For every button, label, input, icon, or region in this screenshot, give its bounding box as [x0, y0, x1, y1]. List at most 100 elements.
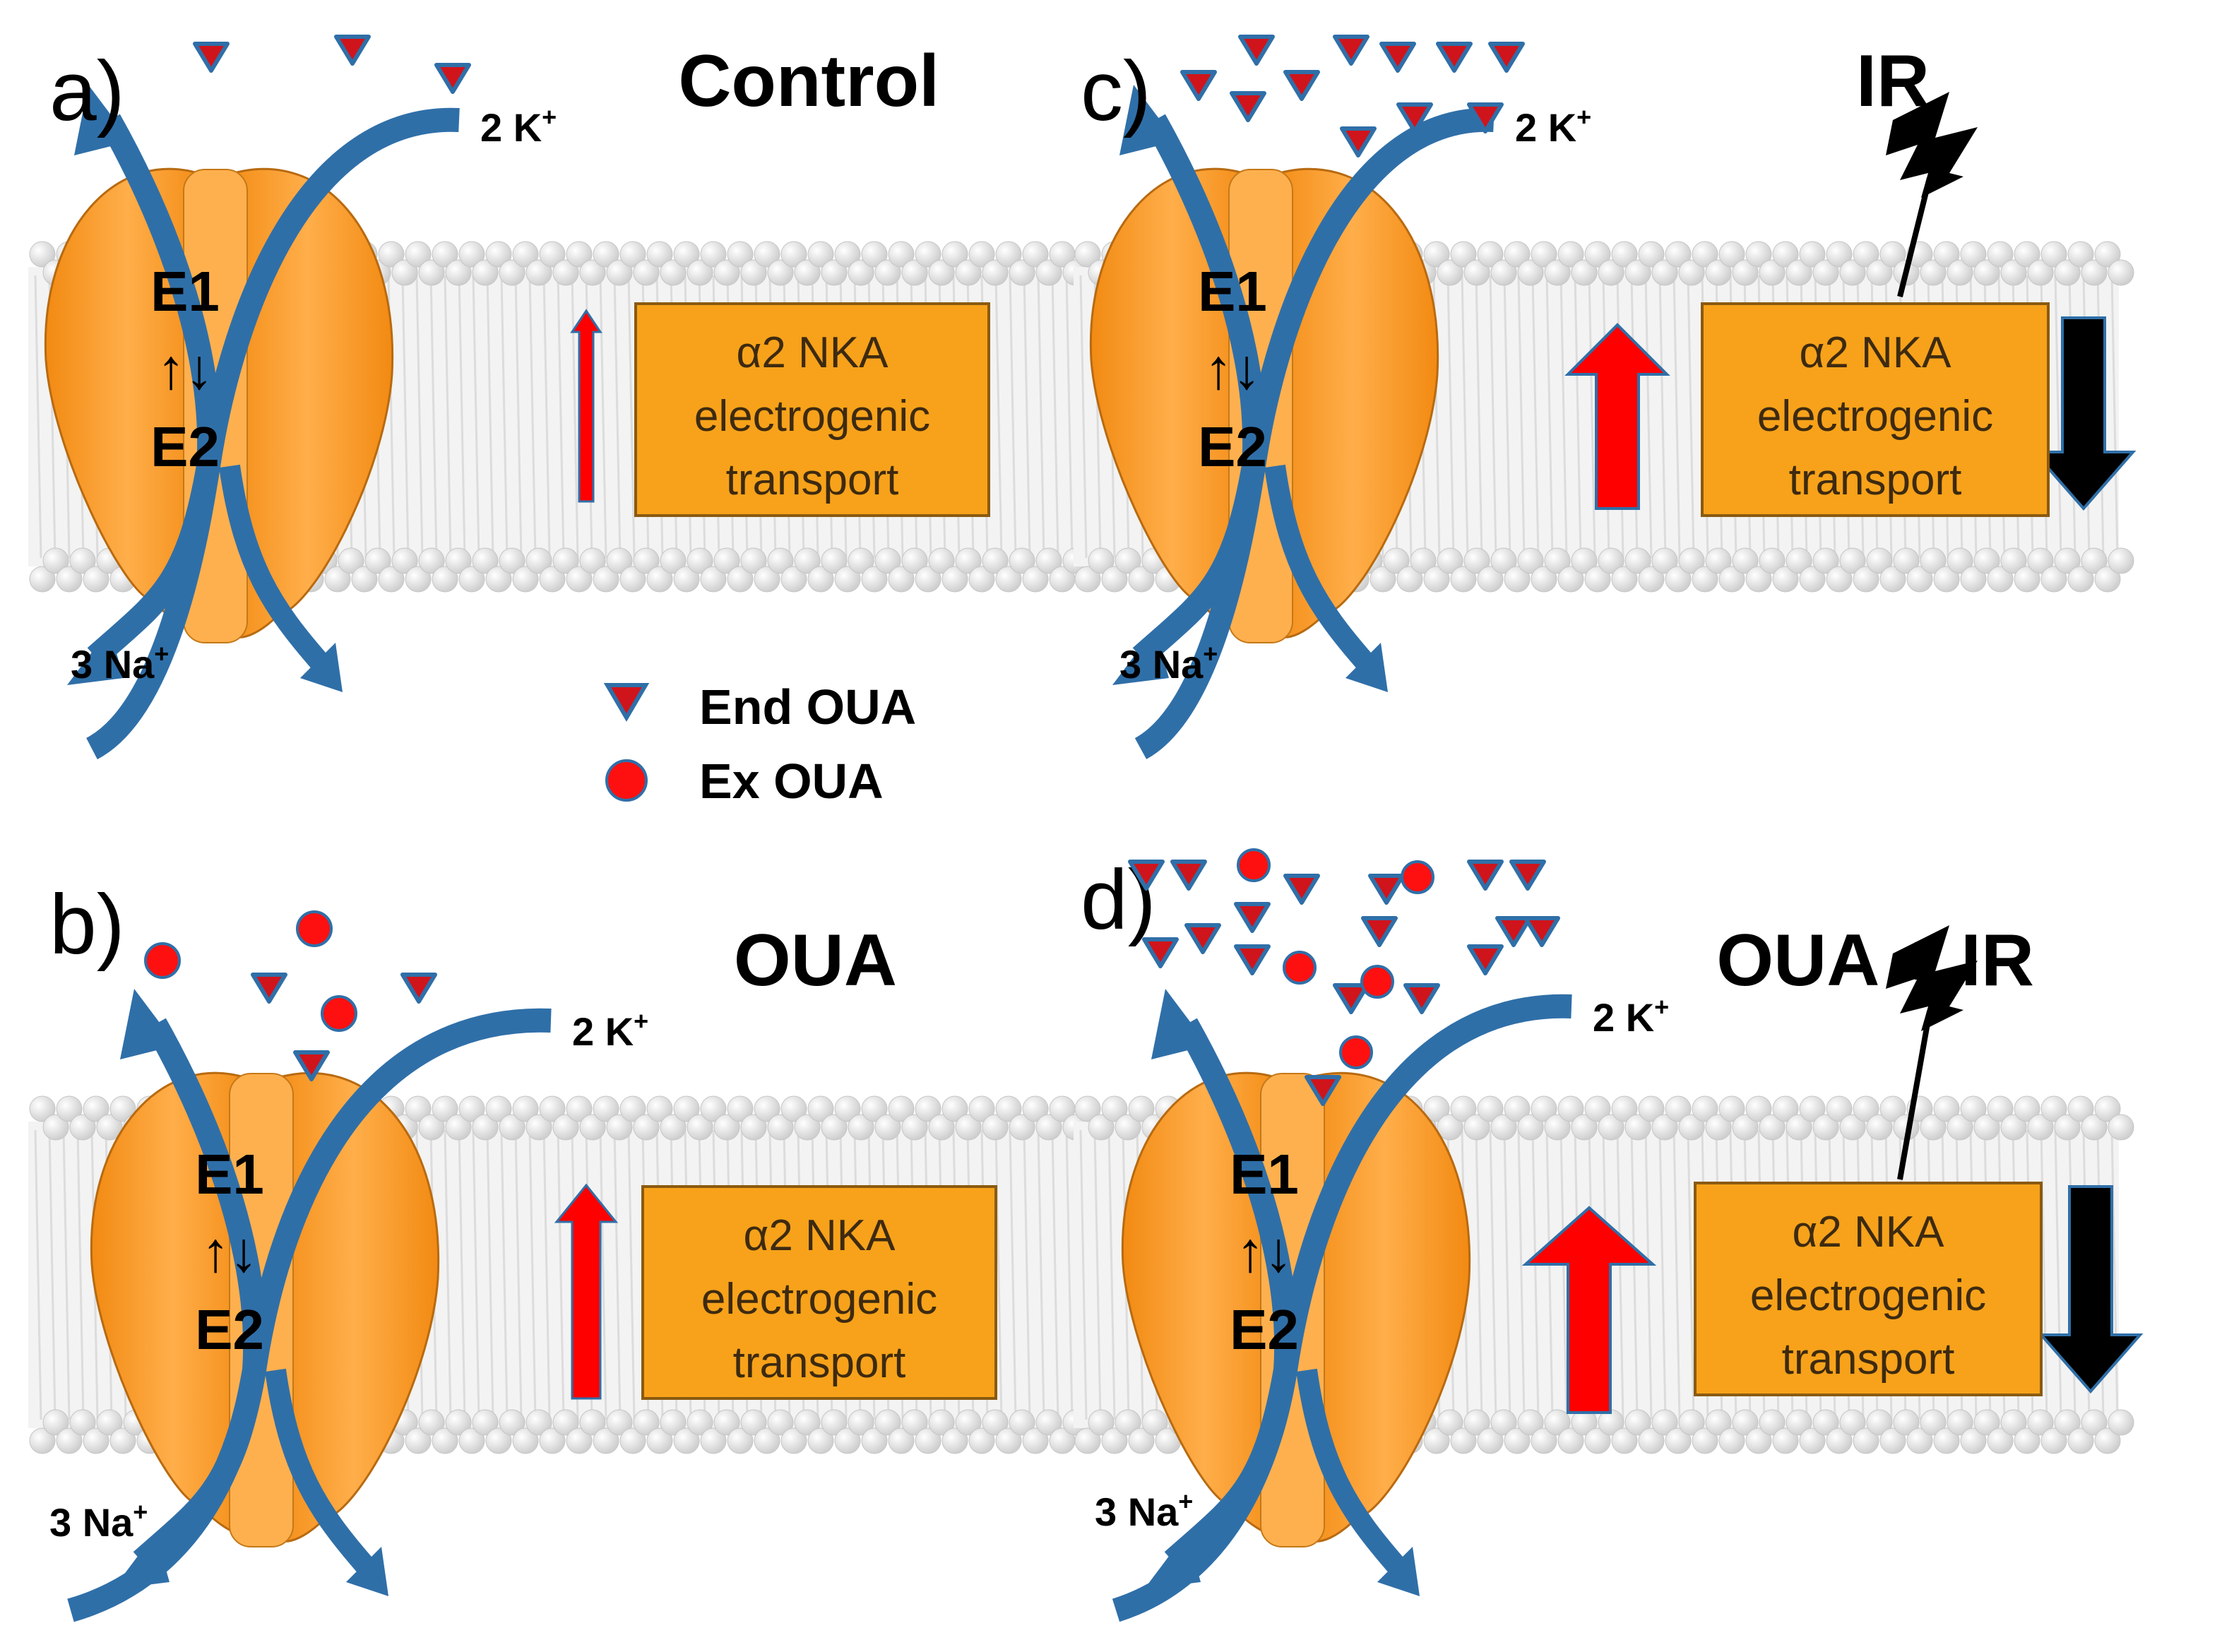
pump — [44, 85, 460, 760]
potassium-arrow-head — [67, 629, 124, 685]
end-ouabain-triangle — [1523, 916, 1560, 947]
svg-text:3 Na+: 3 Na+ — [49, 1497, 148, 1545]
end-ouabain-triangle — [1361, 916, 1398, 947]
panel-title: OUA — [734, 920, 897, 1002]
potassium-charge: + — [1654, 992, 1669, 1021]
ion-labels: 2 K+ 3 Na+ — [71, 102, 557, 687]
end-ouabain-triangle — [1128, 860, 1165, 891]
down-arrow — [2031, 316, 2137, 511]
box-line-3: transport — [733, 1338, 906, 1387]
sodium-charge: + — [154, 639, 169, 668]
potassium-label: 2 K — [572, 1009, 634, 1054]
state-e2: E2 — [195, 1298, 264, 1361]
svg-text:2 K+: 2 K+ — [480, 102, 557, 150]
up-arrow — [554, 1183, 619, 1400]
panel-a-graphic: α2 NKA electrogenic transport a) Control… — [28, 35, 1089, 809]
transport-box: α2 NKA electrogenic transport — [634, 302, 990, 517]
potassium-label: 2 K — [1515, 105, 1576, 150]
panel-d: α2 NKA electrogenic transport d) OUA + I… — [1074, 848, 2144, 1639]
box-line-2: electrogenic — [1750, 1271, 1986, 1320]
state-labels: E1 ↑↓ E2 — [195, 1143, 264, 1361]
potassium-charge: + — [542, 102, 557, 131]
compounds — [1128, 848, 1560, 1106]
potassium-charge: + — [634, 1006, 648, 1035]
state-labels: E1 ↑↓ E2 — [150, 260, 220, 478]
ex-ouabain-circle — [1360, 965, 1394, 999]
inward-flow-arrow — [1264, 464, 1375, 671]
end-ouabain-triangle — [1436, 42, 1473, 73]
svg-text:2 K+: 2 K+ — [1515, 102, 1591, 150]
sodium-label: 3 Na — [49, 1500, 133, 1545]
compounds — [144, 910, 437, 1081]
up-arrow — [570, 309, 602, 503]
state-e1: E1 — [150, 260, 220, 323]
transport-box: α2 NKA electrogenic transport — [1694, 1182, 2043, 1396]
transition-arrows: ↑↓ — [1204, 338, 1261, 400]
sodium-label: 3 Na — [71, 642, 155, 687]
lightning-icon — [1886, 925, 1978, 1031]
state-e1: E1 — [1198, 260, 1267, 323]
state-labels: E1 ↑↓ E2 — [1198, 260, 1267, 478]
ex-ouabain-circle — [1401, 860, 1434, 894]
potassium-charge: + — [1576, 102, 1591, 131]
panel-a: α2 NKA electrogenic transport a) Control… — [28, 14, 1089, 809]
svg-text:2 K+: 2 K+ — [1593, 992, 1669, 1040]
down-arrow — [2038, 1185, 2144, 1394]
transition-arrows: ↑↓ — [1236, 1220, 1293, 1283]
effect-arrows — [554, 1183, 619, 1400]
compounds — [1180, 35, 1525, 158]
panel-c: α2 NKA electrogenic transport c) IR E1 — [1074, 14, 2137, 805]
svg-text:2 K+: 2 K+ — [572, 1006, 648, 1054]
end-ouabain-triangle — [1509, 860, 1546, 891]
pump — [1089, 85, 1495, 759]
legend-circle-icon — [605, 759, 648, 802]
ex-ouabain-circle — [1237, 848, 1271, 882]
ex-ouabain-circle — [1283, 951, 1317, 985]
box-line-1: α2 NKA — [1799, 328, 1951, 377]
end-ouabain-triangle — [1403, 983, 1440, 1014]
sodium-charge: + — [1178, 1487, 1193, 1516]
end-ouabain-triangle — [334, 35, 371, 66]
end-ouabain-triangle — [1305, 1075, 1341, 1106]
end-ouabain-triangle — [1283, 70, 1320, 101]
inward-flow-arrow — [265, 1368, 376, 1575]
effect-arrows — [570, 309, 602, 503]
pump — [67, 989, 552, 1622]
sodium-arrow-head — [1119, 85, 1176, 155]
end-ouabain-triangle — [1180, 70, 1217, 101]
end-ouabain-triangle — [1488, 42, 1525, 73]
box-line-3: transport — [726, 456, 899, 504]
effect-arrows — [1564, 92, 2137, 511]
inward-arrow-head — [1377, 1547, 1420, 1596]
panel-letter: a) — [49, 44, 125, 138]
state-e1: E1 — [1230, 1143, 1299, 1206]
inward-flow-arrow — [219, 464, 330, 671]
ex-ouabain-circle — [321, 995, 357, 1032]
end-ouabain-triangle — [400, 973, 437, 1004]
end-ouabain-triangle — [1467, 944, 1504, 975]
end-ouabain-triangle — [1238, 35, 1275, 66]
legend-ex-ouabain: Ex OUA — [699, 754, 884, 809]
lightning-pointer — [1897, 1011, 1932, 1180]
effect-arrows — [1521, 925, 2144, 1414]
panel-c-graphic: α2 NKA electrogenic transport c) IR E1 — [1074, 35, 2137, 759]
end-ouabain-triangle — [1333, 983, 1369, 1014]
end-ouabain-triangle — [1184, 923, 1221, 954]
inward-arrow-head — [300, 643, 343, 692]
end-ouabain-triangle — [1467, 102, 1504, 133]
sodium-label: 3 Na — [1119, 642, 1204, 687]
panel-letter: b) — [49, 877, 125, 972]
transition-arrows: ↑↓ — [157, 338, 213, 400]
panel-title: OUA + IR — [1716, 920, 2034, 1002]
sodium-charge: + — [1203, 639, 1218, 668]
end-ouabain-triangle — [1230, 91, 1266, 122]
ion-labels: 2 K+ 3 Na+ — [49, 1006, 648, 1545]
box-line-1: α2 NKA — [743, 1211, 896, 1260]
ex-ouabain-circle — [296, 910, 333, 947]
lightning-icon — [1886, 92, 1978, 198]
transport-box: α2 NKA electrogenic transport — [1701, 302, 2050, 517]
end-ouabain-triangle — [1467, 860, 1504, 891]
panel-title: IR — [1856, 40, 1930, 122]
state-e1: E1 — [195, 1143, 264, 1206]
end-ouabain-triangle — [1170, 860, 1207, 891]
